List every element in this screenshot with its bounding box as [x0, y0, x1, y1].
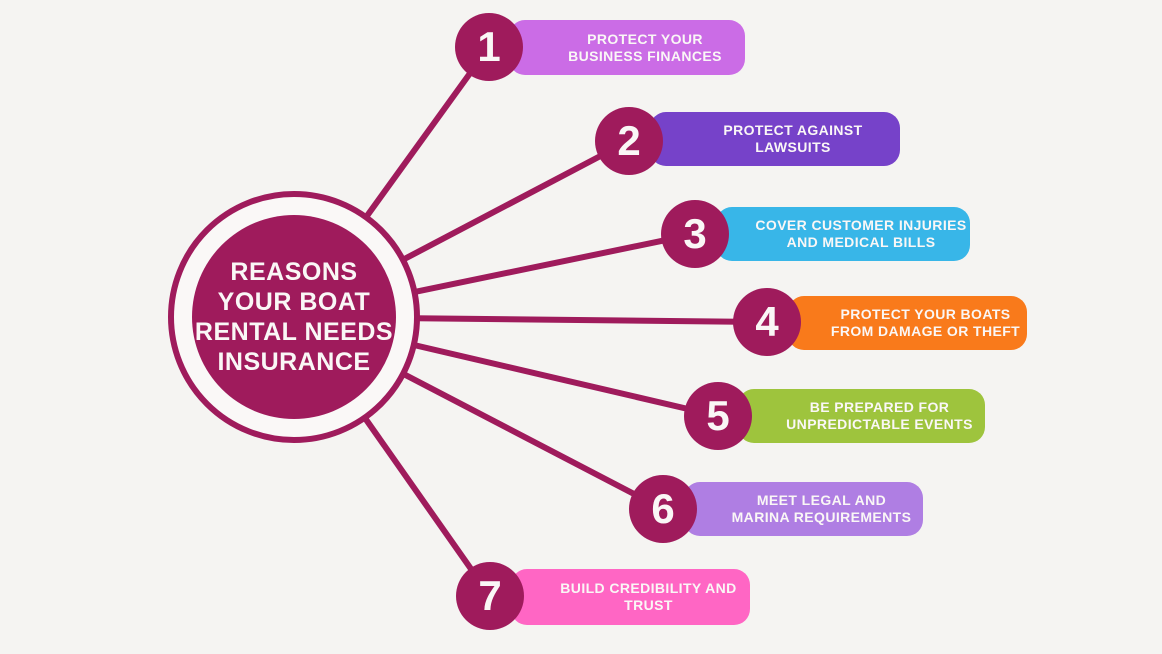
central-title: REASONS YOUR BOAT RENTAL NEEDS INSURANCE — [192, 215, 396, 419]
item-label-line: TRUST — [624, 597, 673, 613]
item-label-line: BUSINESS FINANCES — [568, 47, 722, 64]
item-label-line: PROTECT AGAINST — [723, 122, 863, 138]
central-title-line: INSURANCE — [217, 348, 371, 376]
item-number-badge-7: 7 — [456, 562, 524, 630]
item-label-line: AND MEDICAL BILLS — [786, 234, 936, 250]
item-label-line: BE PREPARED FOR — [809, 399, 950, 415]
item-number-badge-2: 2 — [595, 107, 663, 175]
item-label-pill-2: PROTECT AGAINST LAWSUITS — [650, 112, 900, 166]
item-number-badge-4: 4 — [733, 288, 801, 356]
central-title-line: RENTAL NEEDS — [194, 318, 394, 346]
item-number-badge-3: 3 — [661, 200, 729, 268]
central-circle: REASONS YOUR BOAT RENTAL NEEDS INSURANCE — [168, 191, 420, 443]
item-label-line: COVER CUSTOMER INJURIES — [755, 217, 967, 233]
item-number-badge-1: 1 — [455, 13, 523, 81]
item-number-badge-5: 5 — [684, 382, 752, 450]
item-label-line: FROM DAMAGE OR THEFT — [830, 323, 1021, 339]
item-label-line: LAWSUITS — [755, 139, 831, 155]
item-label-line: MARINA REQUIREMENTS — [731, 509, 912, 525]
item-label-pill-7: BUILD CREDIBILITY AND TRUST — [511, 569, 750, 625]
item-label-line: UNPREDICTABLE EVENTS — [786, 416, 973, 432]
central-title-line: YOUR BOAT — [217, 288, 371, 316]
item-number-badge-6: 6 — [629, 475, 697, 543]
item-label-pill-6: MEET LEGAL AND MARINA REQUIREMENTS — [684, 482, 923, 536]
item-label-line: PROTECT YOUR — [587, 30, 703, 47]
item-label-line: BUILD CREDIBILITY AND — [560, 580, 737, 596]
item-label-pill-3: COVER CUSTOMER INJURIES AND MEDICAL BILL… — [716, 207, 970, 261]
item-label-pill-4: PROTECT YOUR BOATS FROM DAMAGE OR THEFT — [788, 296, 1027, 350]
item-label-line: MEET LEGAL AND — [756, 492, 887, 508]
item-label-line: PROTECT YOUR BOATS — [840, 306, 1011, 322]
item-label-pill-5: BE PREPARED FOR UNPREDICTABLE EVENTS — [738, 389, 985, 443]
item-label-pill-1: PROTECT YOUR BUSINESS FINANCES — [509, 20, 745, 75]
central-title-line: REASONS — [230, 258, 358, 286]
